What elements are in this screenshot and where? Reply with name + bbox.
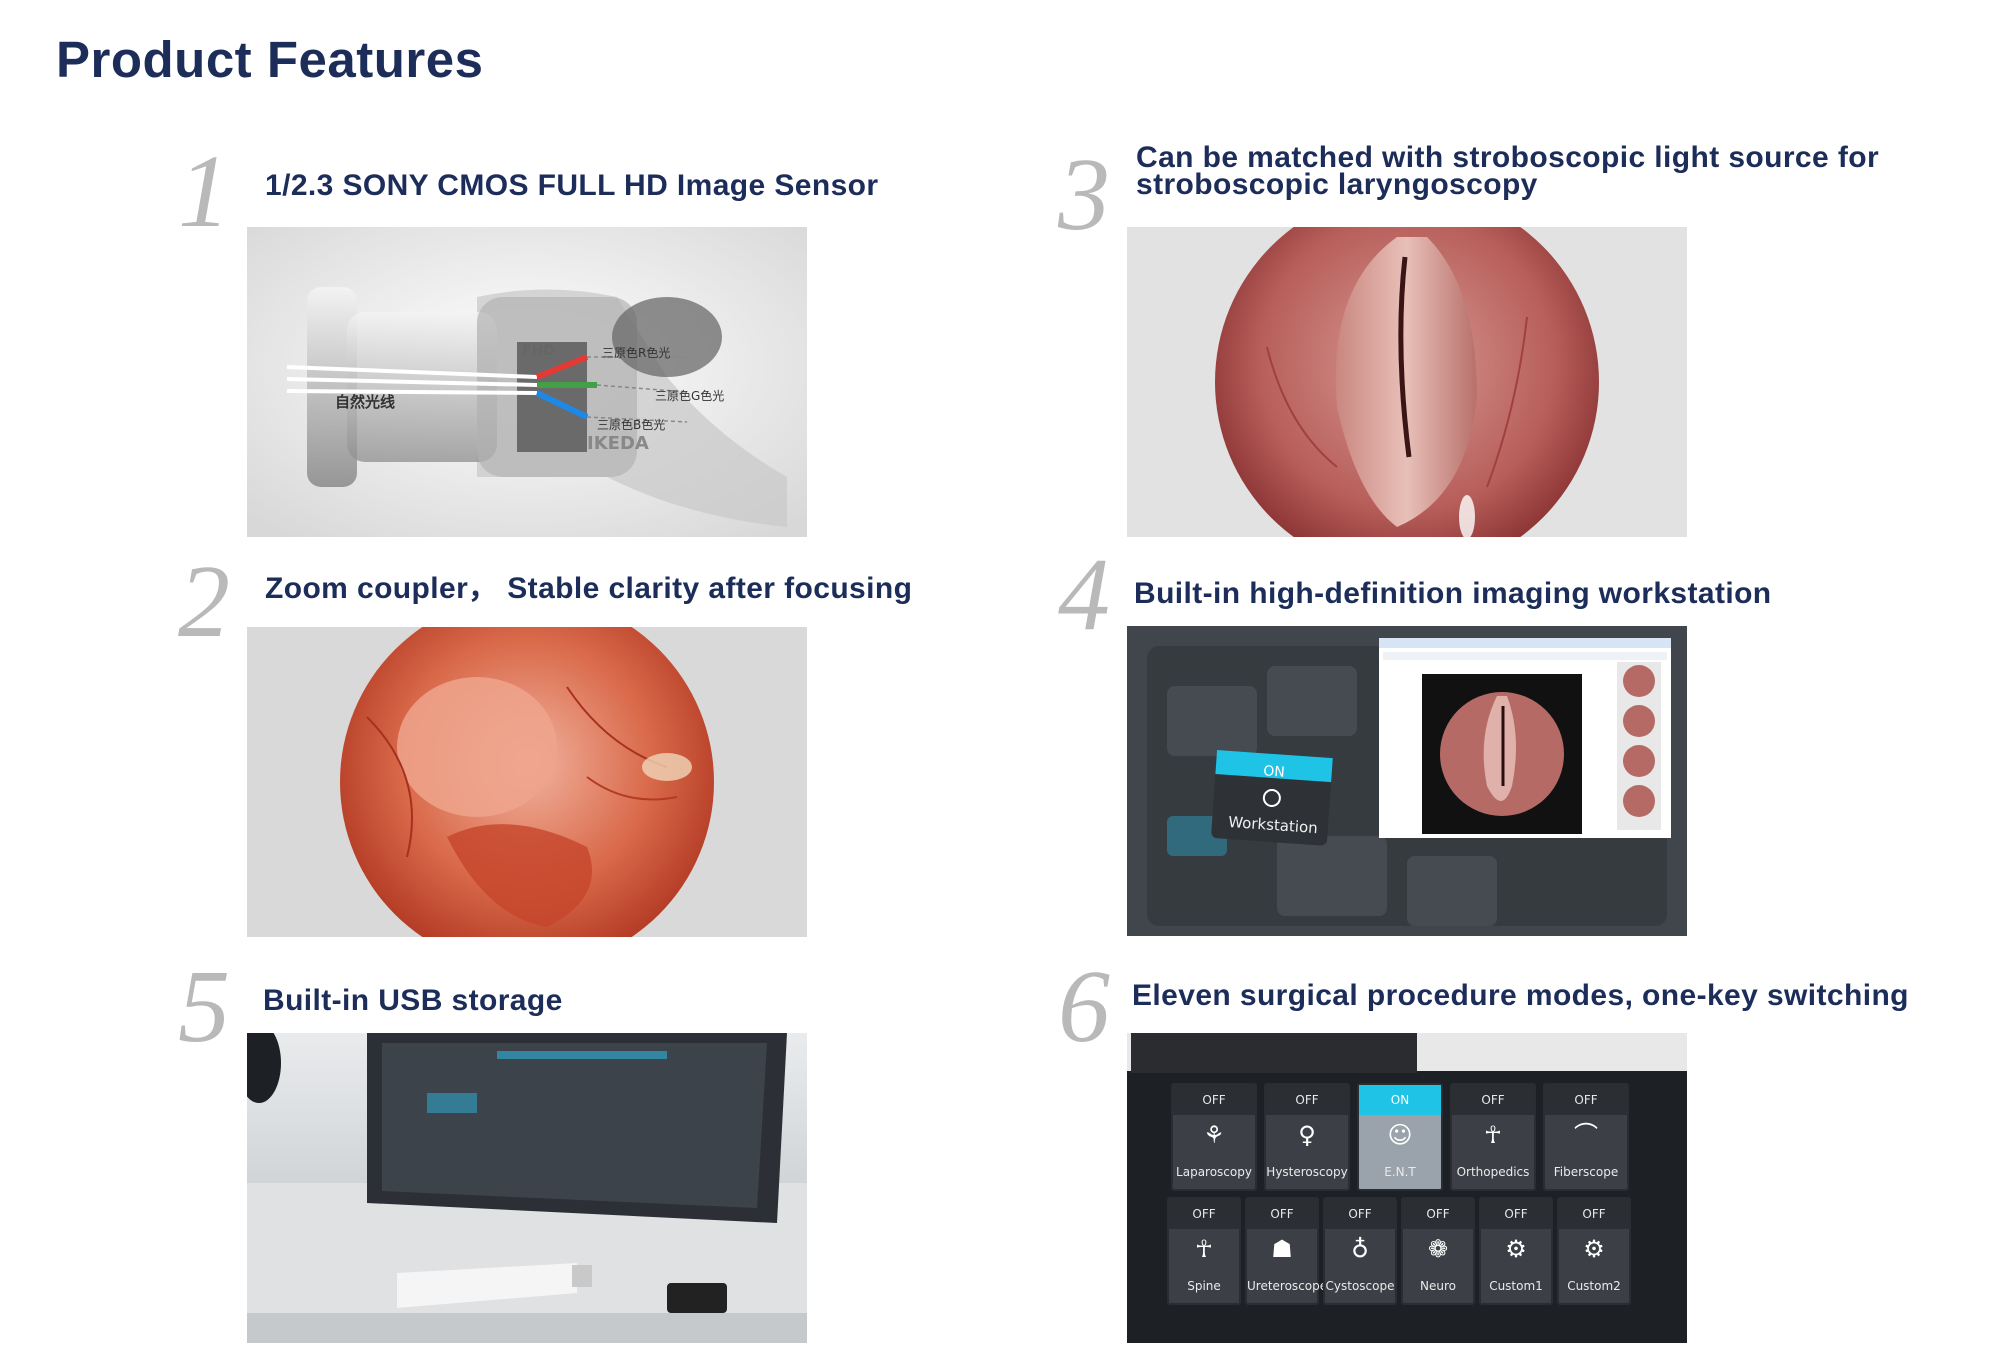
orthopedics-icon: ☥ bbox=[1484, 1121, 1502, 1149]
brand-ikeda: IKEDA bbox=[587, 433, 649, 454]
mode-tile-ureteroscope[interactable]: OFF ☗ Ureteroscope bbox=[1245, 1197, 1328, 1305]
laryngoscopy-view bbox=[1127, 227, 1687, 537]
usb-storage-device bbox=[247, 1033, 807, 1343]
mode-state: OFF bbox=[1481, 1199, 1551, 1229]
mode-state: OFF bbox=[1545, 1085, 1627, 1115]
label-fhd: FHD bbox=[522, 343, 555, 359]
mode-tile-orthopedics[interactable]: OFF ☥ Orthopedics bbox=[1450, 1083, 1536, 1191]
camera-sensor-illustration: 自然光线 三原色R色光 三原色G色光 三原色B色光 FHD IKEDA bbox=[247, 227, 807, 537]
feature-6-title: Eleven surgical procedure modes, one-key… bbox=[1132, 979, 1909, 1012]
mode-tile-custom1[interactable]: OFF ⚙ Custom1 bbox=[1479, 1197, 1553, 1305]
mode-tile-hysteroscopy[interactable]: OFF ♀ Hysteroscopy bbox=[1264, 1083, 1350, 1191]
label-natural-light: 自然光线 bbox=[335, 393, 395, 411]
mode-label: Hysteroscopy bbox=[1266, 1165, 1348, 1179]
feature-4-image: ON Workstation bbox=[1127, 626, 1687, 936]
mode-state: OFF bbox=[1403, 1199, 1473, 1229]
mode-label: Ureteroscope bbox=[1247, 1279, 1328, 1293]
mode-state: ON bbox=[1359, 1085, 1441, 1115]
neuro-icon: ❁ bbox=[1427, 1235, 1449, 1263]
mode-label: Custom1 bbox=[1489, 1279, 1543, 1293]
hysteroscopy-icon: ♀ bbox=[1298, 1121, 1316, 1149]
feature-5-number: 5 bbox=[178, 949, 230, 1064]
feature-5-image bbox=[247, 1033, 807, 1343]
feature-4-number: 4 bbox=[1058, 537, 1110, 652]
mode-tile-laparoscopy[interactable]: OFF ⚘ Laparoscopy bbox=[1171, 1083, 1257, 1191]
mode-state: OFF bbox=[1266, 1085, 1348, 1115]
label-b-light: 三原色B色光 bbox=[597, 418, 665, 432]
mode-state: OFF bbox=[1452, 1085, 1534, 1115]
endoscopic-view-zoom bbox=[247, 627, 807, 937]
feature-3-title-line2: stroboscopic laryngoscopy bbox=[1136, 168, 1538, 201]
mode-label: Fiberscope bbox=[1553, 1165, 1619, 1179]
mode-label: Cystoscope bbox=[1325, 1279, 1395, 1293]
fiberscope-icon: ⌒ bbox=[1574, 1121, 1598, 1149]
spine-icon: ☥ bbox=[1195, 1235, 1213, 1263]
mode-state: OFF bbox=[1173, 1085, 1255, 1115]
mode-label: Neuro bbox=[1420, 1279, 1456, 1293]
mode-state: OFF bbox=[1559, 1199, 1629, 1229]
feature-3-number: 3 bbox=[1058, 137, 1110, 252]
mode-state: OFF bbox=[1325, 1199, 1395, 1229]
label-g-light: 三原色G色光 bbox=[655, 389, 724, 403]
feature-3-image bbox=[1127, 227, 1687, 537]
feature-2-number: 2 bbox=[178, 544, 230, 659]
label-r-light: 三原色R色光 bbox=[602, 346, 670, 360]
feature-1-image: 自然光线 三原色R色光 三原色G色光 三原色B色光 FHD IKEDA bbox=[247, 227, 807, 537]
custom1-gear-icon: ⚙ bbox=[1505, 1235, 1527, 1263]
mode-tile-cystoscope[interactable]: OFF ♁ Cystoscope bbox=[1323, 1197, 1397, 1305]
mode-tile-neuro[interactable]: OFF ❁ Neuro bbox=[1401, 1197, 1475, 1305]
mode-tile-spine[interactable]: OFF ☥ Spine bbox=[1167, 1197, 1241, 1305]
mode-tile-e-n-t[interactable]: ON ☺ E.N.T bbox=[1357, 1083, 1443, 1191]
page-title: Product Features bbox=[56, 31, 484, 88]
ureteroscope-icon: ☗ bbox=[1271, 1235, 1293, 1263]
feature-1-number: 1 bbox=[178, 134, 230, 249]
mode-label: Custom2 bbox=[1567, 1279, 1621, 1293]
mode-state: OFF bbox=[1247, 1199, 1317, 1229]
mode-state: OFF bbox=[1169, 1199, 1239, 1229]
ent-icon: ☺ bbox=[1387, 1121, 1413, 1149]
workstation-screen bbox=[1127, 626, 1687, 936]
custom2-gear-icon: ⚙ bbox=[1583, 1235, 1605, 1263]
mode-label: Laparoscopy bbox=[1176, 1165, 1252, 1179]
feature-5-title: Built-in USB storage bbox=[263, 984, 563, 1017]
mode-tile-fiberscope[interactable]: OFF ⌒ Fiberscope bbox=[1543, 1083, 1629, 1191]
feature-4-title: Built-in high-definition imaging worksta… bbox=[1134, 577, 1772, 610]
cystoscope-icon: ♁ bbox=[1351, 1235, 1369, 1263]
feature-2-title: Zoom coupler， Stable clarity after focus… bbox=[265, 572, 913, 605]
feature-6-number: 6 bbox=[1058, 949, 1110, 1064]
mode-label: E.N.T bbox=[1384, 1165, 1416, 1179]
modes-top-dark bbox=[1131, 1033, 1417, 1073]
feature-3-title-line1: Can be matched with stroboscopic light s… bbox=[1136, 141, 1880, 174]
feature-1-title: 1/2.3 SONY CMOS FULL HD Image Sensor bbox=[265, 169, 879, 202]
laparoscopy-icon: ⚘ bbox=[1203, 1121, 1225, 1149]
mode-tile-custom2[interactable]: OFF ⚙ Custom2 bbox=[1557, 1197, 1631, 1305]
mode-label: Orthopedics bbox=[1456, 1165, 1530, 1179]
feature-2-image bbox=[247, 627, 807, 937]
mode-label: Spine bbox=[1187, 1279, 1221, 1293]
